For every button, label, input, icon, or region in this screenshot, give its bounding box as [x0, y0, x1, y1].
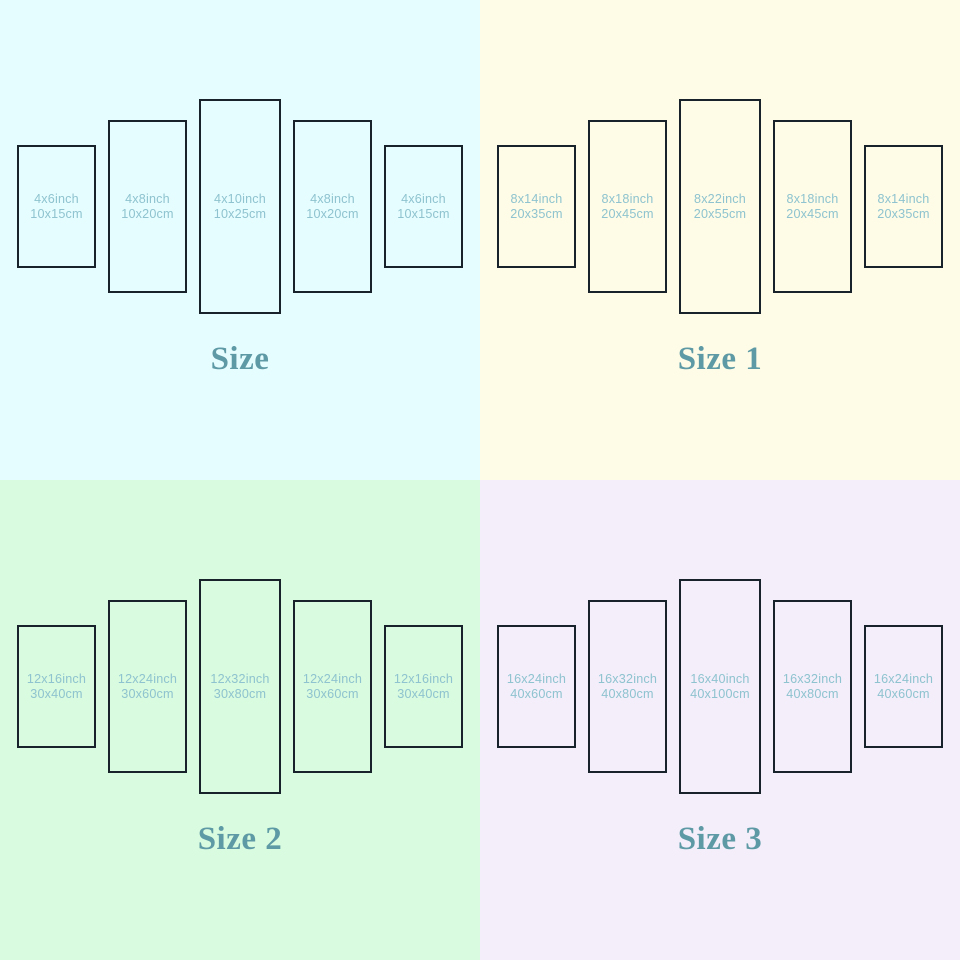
panel-size-label: 4x6inch 10x15cm [397, 192, 450, 222]
panel-size-cm: 10x25cm [213, 206, 267, 221]
panel-size-cm: 10x15cm [30, 206, 83, 221]
panel-size-cm: 20x45cm [601, 206, 654, 221]
panel-size-inch: 4x8inch [310, 191, 355, 206]
canvas-panel[interactable]: 16x24inch 40x60cm [864, 625, 943, 748]
panel-size-inch: 4x10inch [213, 191, 266, 206]
canvas-panel[interactable]: 8x14inch 20x35cm [864, 145, 943, 268]
panel-size-cm: 30x60cm [306, 686, 359, 701]
panel-size-inch: 4x6inch [401, 191, 446, 206]
panel-size-cm: 40x60cm [510, 686, 563, 701]
panel-size-label: 12x32inch 30x80cm [210, 672, 269, 702]
panel-size-inch: 4x8inch [125, 191, 170, 206]
panel-size-cm: 40x80cm [601, 686, 654, 701]
canvas-panel[interactable]: 16x24inch 40x60cm [497, 625, 576, 748]
panel-size-label: 4x10inch 10x25cm [214, 192, 267, 222]
canvas-panel[interactable]: 12x16inch 30x40cm [17, 625, 96, 748]
panel-size-label: 12x16inch 30x40cm [394, 672, 453, 702]
panel-group: 16x24inch 40x60cm 16x32inch 40x80cm 16x4… [480, 480, 960, 820]
canvas-panel[interactable]: 16x32inch 40x80cm [773, 600, 852, 773]
panel-size-inch: 12x24inch [117, 671, 178, 686]
canvas-panel[interactable]: 4x8inch 10x20cm [293, 120, 372, 293]
panel-size-inch: 16x40inch [690, 671, 750, 686]
panel-size-inch: 16x24inch [873, 671, 934, 686]
panel-size-inch: 16x24inch [506, 671, 567, 686]
panel-size-inch: 16x32inch [597, 671, 658, 686]
panel-size-cm: 30x60cm [121, 686, 174, 701]
quadrant-title: Size 2 [197, 821, 283, 857]
panel-size-cm: 20x35cm [877, 206, 930, 221]
canvas-panel[interactable]: 12x32inch 30x80cm [199, 579, 281, 794]
size-option-quadrant-size-2[interactable]: 12x16inch 30x40cm 12x24inch 30x60cm 12x3… [0, 480, 480, 960]
quadrant-title: Size 1 [677, 341, 763, 377]
panel-size-inch: 16x32inch [782, 671, 843, 686]
panel-size-label: 12x16inch 30x40cm [27, 672, 86, 702]
canvas-panel[interactable]: 4x6inch 10x15cm [384, 145, 463, 268]
canvas-panel[interactable]: 8x22inch 20x55cm [679, 99, 761, 314]
panel-size-inch: 4x6inch [34, 191, 79, 206]
panel-group: 12x16inch 30x40cm 12x24inch 30x60cm 12x3… [0, 480, 480, 820]
canvas-panel[interactable]: 12x24inch 30x60cm [293, 600, 372, 773]
canvas-panel[interactable]: 8x18inch 20x45cm [773, 120, 852, 293]
panel-size-cm: 20x55cm [693, 206, 747, 221]
canvas-panel[interactable]: 4x8inch 10x20cm [108, 120, 187, 293]
canvas-panel[interactable]: 16x32inch 40x80cm [588, 600, 667, 773]
panel-size-label: 16x24inch 40x60cm [874, 672, 933, 702]
canvas-panel[interactable]: 16x40inch 40x100cm [679, 579, 761, 794]
canvas-panel[interactable]: 12x24inch 30x60cm [108, 600, 187, 773]
panel-size-label: 16x32inch 40x80cm [783, 672, 842, 702]
panel-size-label: 16x24inch 40x60cm [507, 672, 566, 702]
panel-size-label: 8x14inch 20x35cm [510, 192, 563, 222]
size-option-quadrant-size-1[interactable]: 8x14inch 20x35cm 8x18inch 20x45cm 8x22in… [480, 0, 960, 480]
canvas-panel[interactable]: 12x16inch 30x40cm [384, 625, 463, 748]
panel-size-cm: 20x35cm [510, 206, 563, 221]
panel-size-cm: 40x100cm [690, 686, 750, 701]
canvas-panel[interactable]: 8x14inch 20x35cm [497, 145, 576, 268]
panel-size-cm: 40x60cm [877, 686, 930, 701]
panel-size-cm: 10x20cm [121, 206, 174, 221]
panel-size-label: 8x22inch 20x55cm [694, 192, 747, 222]
canvas-panel[interactable]: 4x10inch 10x25cm [199, 99, 281, 314]
panel-size-label: 8x18inch 20x45cm [601, 192, 654, 222]
panel-size-label: 4x6inch 10x15cm [30, 192, 83, 222]
panel-size-label: 4x8inch 10x20cm [121, 192, 174, 222]
panel-size-cm: 30x40cm [30, 686, 83, 701]
quadrant-title: Size [210, 341, 270, 377]
panel-size-label: 12x24inch 30x60cm [118, 672, 177, 702]
panel-size-label: 16x40inch 40x100cm [690, 672, 750, 702]
panel-size-label: 16x32inch 40x80cm [598, 672, 657, 702]
canvas-panel[interactable]: 4x6inch 10x15cm [17, 145, 96, 268]
size-option-quadrant-size-3[interactable]: 16x24inch 40x60cm 16x32inch 40x80cm 16x4… [480, 480, 960, 960]
panel-size-inch: 8x18inch [601, 191, 654, 206]
panel-size-inch: 12x16inch [26, 671, 87, 686]
panel-size-inch: 12x32inch [210, 671, 270, 686]
panel-size-cm: 40x80cm [786, 686, 839, 701]
panel-group: 4x6inch 10x15cm 4x8inch 10x20cm 4x10inch… [0, 0, 480, 340]
panel-group: 8x14inch 20x35cm 8x18inch 20x45cm 8x22in… [480, 0, 960, 340]
panel-size-inch: 12x16inch [393, 671, 454, 686]
panel-size-inch: 8x14inch [510, 191, 563, 206]
panel-size-inch: 12x24inch [302, 671, 363, 686]
panel-size-label: 4x8inch 10x20cm [306, 192, 359, 222]
panel-size-inch: 8x18inch [786, 191, 839, 206]
canvas-panel[interactable]: 8x18inch 20x45cm [588, 120, 667, 293]
panel-size-label: 8x18inch 20x45cm [786, 192, 839, 222]
panel-size-cm: 20x45cm [786, 206, 839, 221]
panel-size-label: 8x14inch 20x35cm [877, 192, 930, 222]
panel-size-inch: 8x14inch [877, 191, 930, 206]
panel-size-cm: 10x15cm [397, 206, 450, 221]
panel-size-cm: 30x80cm [213, 686, 267, 701]
panel-size-cm: 30x40cm [397, 686, 450, 701]
panel-size-inch: 8x22inch [693, 191, 746, 206]
quadrant-title: Size 3 [677, 821, 763, 857]
panel-size-label: 12x24inch 30x60cm [303, 672, 362, 702]
size-option-quadrant-size[interactable]: 4x6inch 10x15cm 4x8inch 10x20cm 4x10inch… [0, 0, 480, 480]
panel-size-cm: 10x20cm [306, 206, 359, 221]
